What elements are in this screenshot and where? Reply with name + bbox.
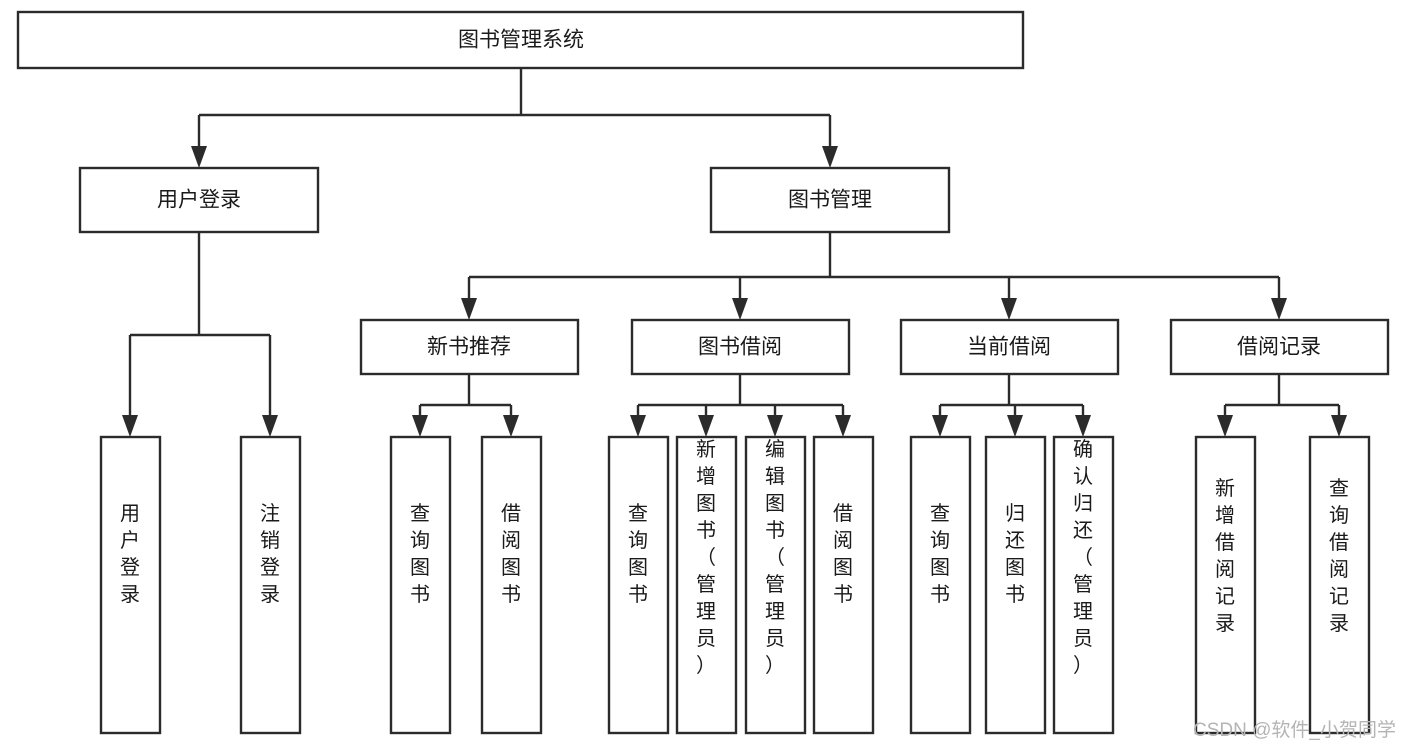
node-current-borrow-label: 当前借阅: [967, 336, 1051, 359]
leaf-user-login-login[interactable]: 用户登录: [99, 435, 162, 735]
leaf-borrow-borrow-book-label: 借阅图书: [833, 502, 853, 606]
connector-layer: [122, 68, 1347, 437]
node-book-borrow-label: 图书借阅: [698, 336, 782, 359]
leaf-borrow-add-book[interactable]: 新增图书（管理员）: [675, 435, 738, 735]
leaf-record-add-record-box[interactable]: [1194, 435, 1257, 735]
watermark-label: CSDN @软件_小贺同学: [1193, 719, 1396, 741]
node-book-borrow[interactable]: 图书借阅: [630, 318, 851, 376]
arrow-root-to-book-mgmt: [822, 146, 838, 168]
leaf-current-confirm-return-label: 确认归还（管理员）: [1073, 438, 1093, 677]
arrow-borrow-leaf-2: [698, 415, 714, 437]
arrow-newbook-leaf-2: [503, 415, 519, 437]
node-root-label: 图书管理系统: [458, 29, 584, 52]
leaf-borrow-query-book-label: 查询图书: [628, 502, 648, 606]
leaf-record-add-record-label: 新增借阅记录: [1215, 477, 1235, 635]
leaf-new-book-query-box[interactable]: [389, 435, 452, 735]
leaf-user-login-login-box[interactable]: [99, 435, 162, 735]
arrow-bookmgmt-to-borrow: [732, 298, 748, 320]
arrow-current-leaf-2: [1007, 415, 1023, 437]
arrow-newbook-leaf-1: [412, 415, 428, 437]
node-new-book-recommend-label: 新书推荐: [427, 336, 511, 359]
leaf-user-login-login-label: 用户登录: [120, 503, 140, 606]
leaf-current-query-book[interactable]: 查询图书: [909, 435, 972, 735]
leaf-current-return-book-label: 归还图书: [1005, 502, 1025, 606]
leaf-record-add-record[interactable]: 新增借阅记录: [1194, 435, 1257, 735]
leaf-borrow-borrow-book[interactable]: 借阅图书: [812, 435, 875, 735]
leaf-borrow-edit-book-label: 编辑图书（管理员）: [765, 438, 785, 677]
node-book-management[interactable]: 图书管理: [709, 166, 951, 234]
arrow-borrow-leaf-3: [767, 415, 783, 437]
leaf-user-login-logout[interactable]: 注销登录: [239, 435, 302, 735]
arrow-current-leaf-1: [932, 415, 948, 437]
node-borrow-record-box[interactable]: [1169, 318, 1390, 376]
leaf-current-return-book[interactable]: 归还图书: [984, 435, 1047, 735]
leaf-new-book-query-label: 查询图书: [410, 502, 430, 606]
node-book-borrow-box[interactable]: [630, 318, 851, 376]
leaf-borrow-add-book-label: 新增图书（管理员）: [696, 438, 716, 677]
leaf-current-query-book-box[interactable]: [909, 435, 972, 735]
leaf-user-login-logout-label: 注销登录: [260, 502, 280, 606]
leaf-borrow-edit-book-box[interactable]: [744, 435, 807, 735]
leaf-new-book-borrow[interactable]: 借阅图书: [480, 435, 543, 735]
arrow-bookmgmt-to-new-book: [461, 298, 477, 320]
leaf-new-book-query[interactable]: 查询图书: [389, 435, 452, 735]
node-new-book-recommend[interactable]: 新书推荐: [359, 318, 580, 376]
leaf-borrow-borrow-book-box[interactable]: [812, 435, 875, 735]
node-book-management-box[interactable]: [709, 166, 951, 234]
node-user-login[interactable]: 用户登录: [78, 166, 320, 234]
arrow-record-leaf-1: [1217, 415, 1233, 437]
node-book-management-label: 图书管理: [788, 189, 872, 212]
leaf-current-confirm-return[interactable]: 确认归还（管理员）: [1052, 435, 1115, 735]
node-current-borrow[interactable]: 当前借阅: [899, 318, 1120, 376]
node-borrow-record[interactable]: 借阅记录: [1169, 318, 1390, 376]
node-current-borrow-box[interactable]: [899, 318, 1120, 376]
node-new-book-recommend-box[interactable]: [359, 318, 580, 376]
leaf-borrow-query-book-box[interactable]: [607, 435, 670, 735]
node-user-login-box[interactable]: [78, 166, 320, 234]
leaf-borrow-add-book-box[interactable]: [675, 435, 738, 735]
node-borrow-record-label: 借阅记录: [1237, 336, 1321, 359]
leaf-user-login-logout-box[interactable]: [239, 435, 302, 735]
leaf-borrow-edit-book[interactable]: 编辑图书（管理员）: [744, 435, 807, 735]
arrow-userlogin-leaf-2: [262, 415, 278, 437]
node-root-box[interactable]: [16, 10, 1025, 70]
node-root-system[interactable]: 图书管理系统: [16, 10, 1025, 70]
leaf-current-return-book-box[interactable]: [984, 435, 1047, 735]
leaf-new-book-borrow-box[interactable]: [480, 435, 543, 735]
leaf-record-query-record-label: 查询借阅记录: [1329, 477, 1349, 635]
leaf-current-confirm-return-box[interactable]: [1052, 435, 1115, 735]
arrow-borrow-leaf-4: [835, 415, 851, 437]
arrow-userlogin-leaf-1: [122, 415, 138, 437]
node-user-login-label: 用户登录: [157, 189, 241, 212]
arrow-bookmgmt-to-record: [1271, 298, 1287, 320]
leaf-new-book-borrow-label: 借阅图书: [501, 502, 521, 606]
leaf-record-query-record-box[interactable]: [1308, 435, 1371, 735]
leaf-record-query-record[interactable]: 查询借阅记录: [1308, 435, 1371, 735]
arrow-root-to-user-login: [191, 146, 207, 168]
arrow-current-leaf-3: [1075, 415, 1091, 437]
leaf-borrow-query-book[interactable]: 查询图书: [607, 435, 670, 735]
arrow-bookmgmt-to-current: [1001, 298, 1017, 320]
leaf-current-query-book-label: 查询图书: [930, 502, 950, 606]
arrow-borrow-leaf-1: [630, 415, 646, 437]
arrow-record-leaf-2: [1331, 415, 1347, 437]
